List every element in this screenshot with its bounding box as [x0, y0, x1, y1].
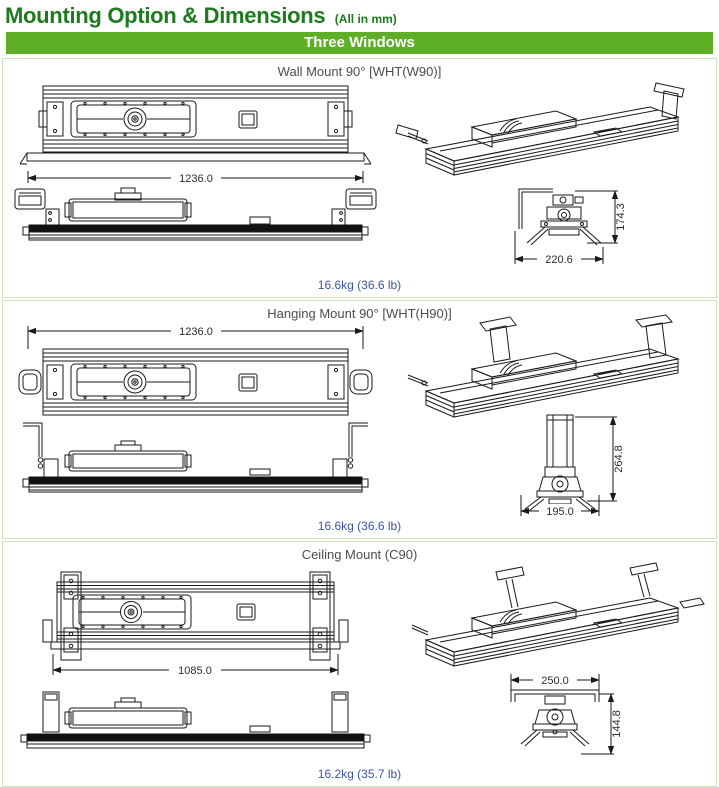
length-dimension-label: 1236.0 [179, 326, 213, 338]
hanging-end-view-drawing: 195.0 264.8 [520, 414, 625, 518]
ceiling-end-view-drawing: 250.0 144.8 [510, 673, 623, 755]
wall-isometric-view-drawing [395, 82, 685, 176]
page-title: Mounting Option & Dimensions (All in mm) [0, 0, 719, 32]
hanging-back-view-drawing [22, 422, 369, 493]
width-dimension-label: 220.6 [545, 254, 573, 266]
section-ceiling-mount: Ceiling Mount (C90) 10 [2, 541, 717, 787]
page-title-suffix: (All in mm) [334, 12, 397, 26]
height-dimension-label: 174.3 [615, 203, 627, 231]
section-title: Wall Mount 90° [WHT(W90)] [277, 64, 442, 79]
height-dimension-label: 144.8 [611, 710, 623, 738]
section-wall-mount: Wall Mount 90° [WHT(W90)] 1236.0 [2, 58, 717, 298]
weight-label: 16.2kg (35.7 lb) [317, 767, 402, 781]
wall-back-view-drawing [14, 187, 377, 241]
ceiling-back-view-drawing [20, 691, 371, 749]
weight-label: 16.6kg (36.6 lb) [317, 519, 402, 533]
page-title-text: Mounting Option & Dimensions [5, 3, 326, 28]
ceiling-isometric-view-drawing [411, 562, 705, 667]
section-title: Ceiling Mount (C90) [301, 547, 418, 562]
ceiling-front-view-drawing: 1085.0 [42, 571, 349, 677]
width-dimension-label: 195.0 [546, 506, 574, 518]
length-dimension-label: 1085.0 [178, 665, 212, 677]
section-title: Hanging Mount 90° [WHT(H90)] [267, 306, 452, 321]
wall-front-view-drawing: 1236.0 [19, 85, 372, 185]
height-dimension-label: 264.8 [613, 445, 625, 473]
length-dimension-label: 1236.0 [179, 173, 213, 185]
banner-three-windows: Three Windows [6, 32, 713, 54]
hanging-front-view-drawing: 1236.0 [18, 324, 373, 416]
weight-label: 16.6kg (36.6 lb) [317, 278, 402, 292]
wall-end-view-drawing: 220.6 174.3 [514, 188, 627, 266]
hanging-isometric-view-drawing [407, 314, 680, 418]
section-hanging-mount: Hanging Mount 90° [WHT(H90)] 1236.0 [2, 300, 717, 539]
width-dimension-label: 250.0 [541, 675, 569, 687]
